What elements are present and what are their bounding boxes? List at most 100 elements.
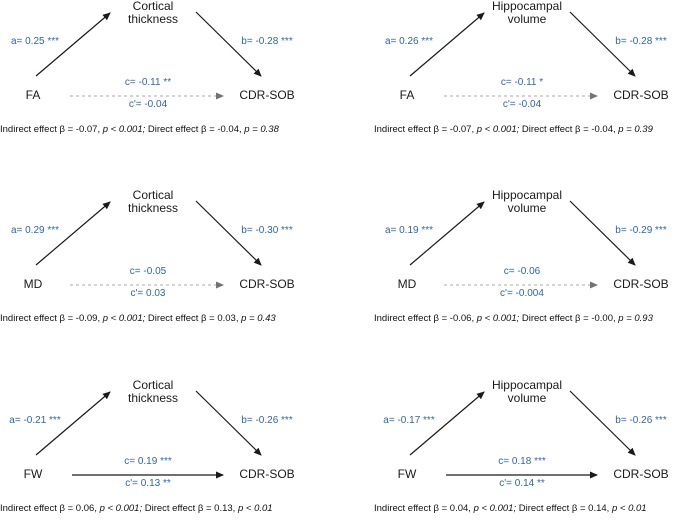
path-a-coefficient: a= -0.17 *** <box>383 415 435 426</box>
path-arrows <box>409 390 636 479</box>
a-path-arrow <box>35 391 111 456</box>
path-b-coefficient: b= -0.26 *** <box>241 415 293 426</box>
path-b-coefficient: b= -0.29 *** <box>615 225 667 236</box>
a-path-arrow <box>409 201 485 266</box>
path-arrows <box>409 200 636 289</box>
mediator-label: Hippocampal volume <box>467 379 587 405</box>
caption-pvalue: p < 0.001; <box>473 503 517 514</box>
panel-fw-hippocampal-volume: Hippocampal volume a= -0.17 *** b= -0.26… <box>374 379 684 520</box>
caption-pvalue: p < 0.001; <box>476 313 520 324</box>
path-c-coefficient: c= -0.11 * <box>500 77 544 88</box>
path-c-coefficient: c= -0.11 ** <box>124 77 172 88</box>
path-a-coefficient: a= -0.21 *** <box>9 415 61 426</box>
outcome-node: CDR-SOB <box>613 277 669 291</box>
mediator-line2: volume <box>507 201 547 215</box>
b-path-arrow <box>569 11 636 77</box>
b-path-arrow <box>195 11 262 77</box>
outcome-node: CDR-SOB <box>613 467 669 481</box>
caption-text: Indirect effect β = -0.07, <box>0 124 103 135</box>
caption-text: Direct effect β = -0.04, <box>519 124 619 135</box>
path-arrows <box>35 390 262 479</box>
panel-md-hippocampal-volume: Hippocampal volume a= 0.19 *** b= -0.29 … <box>374 189 684 330</box>
path-a-coefficient: a= 0.19 *** <box>384 225 434 236</box>
mediator-line1: Hippocampal <box>491 0 563 13</box>
caption-pvalue: p < 0.001; <box>476 124 520 135</box>
caption-text: Indirect effect β = 0.04, <box>374 503 474 514</box>
caption-pvalue: p < 0.01 <box>611 503 647 514</box>
effect-caption: Indirect effect β = 0.04, p < 0.001; Dir… <box>374 503 685 515</box>
mediator-label: Cortical thickness <box>93 0 213 26</box>
a-path-arrow <box>409 12 485 77</box>
path-c-prime-coefficient: c'= 0.13 ** <box>125 478 171 489</box>
path-b-coefficient: b= -0.28 *** <box>615 36 667 47</box>
path-b-coefficient: b= -0.28 *** <box>241 36 293 47</box>
mediator-line2: volume <box>507 12 547 26</box>
path-c-prime-coefficient: c'= -0.04 <box>502 99 542 110</box>
caption-text: Direct effect β = -0.04, <box>145 124 245 135</box>
path-a-coefficient: a= 0.26 *** <box>384 36 434 47</box>
path-c-coefficient: c= 0.18 *** <box>498 456 546 467</box>
mediator-label: Cortical thickness <box>93 379 213 405</box>
mediator-line2: thickness <box>127 391 179 405</box>
a-path-arrow <box>35 201 111 266</box>
caption-pvalue: p = 0.38 <box>244 124 279 135</box>
caption-text: Indirect effect β = -0.07, <box>374 124 477 135</box>
path-arrows <box>35 11 262 100</box>
caption-text: Indirect effect β = -0.09, <box>0 313 103 324</box>
a-path-arrow <box>35 12 111 77</box>
b-path-arrow <box>569 200 636 266</box>
b-path-arrow <box>195 390 262 456</box>
mediator-line1: Cortical <box>132 378 174 392</box>
effect-caption: Indirect effect β = -0.07, p < 0.001; Di… <box>374 124 685 136</box>
caption-text: Indirect effect β = -0.06, <box>374 313 477 324</box>
caption-pvalue: p < 0.001; <box>99 503 143 514</box>
panel-md-cortical-thickness: Cortical thickness a= 0.29 *** b= -0.30 … <box>0 189 310 330</box>
panel-fa-cortical-thickness: Cortical thickness a= 0.25 *** b= -0.28 … <box>0 0 310 141</box>
predictor-node: FW <box>397 467 417 481</box>
caption-pvalue: p = 0.93 <box>618 313 653 324</box>
path-a-coefficient: a= 0.29 *** <box>10 225 60 236</box>
a-path-arrow <box>409 391 485 456</box>
path-c-prime-coefficient: c'= -0.04 <box>128 99 168 110</box>
predictor-node: FA <box>399 88 415 102</box>
effect-caption: Indirect effect β = 0.06, p < 0.001; Dir… <box>0 503 312 515</box>
caption-text: Direct effect β = 0.03, <box>145 313 242 324</box>
predictor-node: MD <box>397 277 417 291</box>
path-c-prime-coefficient: c'= -0.004 <box>500 288 544 299</box>
effect-caption: Indirect effect β = -0.06, p < 0.001; Di… <box>374 313 685 325</box>
path-arrows <box>35 200 262 289</box>
mediator-line2: thickness <box>127 12 179 26</box>
effect-caption: Indirect effect β = -0.09, p < 0.001; Di… <box>0 313 312 325</box>
mediator-line1: Cortical <box>132 0 174 13</box>
mediator-line1: Hippocampal <box>491 378 563 392</box>
caption-pvalue: p = 0.39 <box>618 124 653 135</box>
mediator-label: Hippocampal volume <box>467 0 587 26</box>
path-a-coefficient: a= 0.25 *** <box>10 36 60 47</box>
caption-text: Direct effect β = 0.13, <box>142 503 238 514</box>
caption-pvalue: p < 0.001; <box>102 313 146 324</box>
panel-fa-hippocampal-volume: Hippocampal volume a= 0.26 *** b= -0.28 … <box>374 0 684 141</box>
caption-text: Indirect effect β = 0.06, <box>0 503 100 514</box>
path-c-coefficient: c= 0.19 *** <box>124 456 172 467</box>
mediator-line2: volume <box>507 391 547 405</box>
caption-text: Direct effect β = 0.14, <box>516 503 612 514</box>
path-b-coefficient: b= -0.30 *** <box>241 225 293 236</box>
predictor-node: FA <box>25 88 41 102</box>
predictor-node: MD <box>23 277 43 291</box>
path-c-prime-coefficient: c'= 0.03 <box>130 288 166 299</box>
outcome-node: CDR-SOB <box>239 467 295 481</box>
mediator-line2: thickness <box>127 201 179 215</box>
predictor-node: FW <box>23 467 43 481</box>
caption-text: Direct effect β = -0.00, <box>519 313 619 324</box>
mediator-label: Hippocampal volume <box>467 189 587 215</box>
outcome-node: CDR-SOB <box>239 277 295 291</box>
caption-pvalue: p = 0.43 <box>241 313 276 324</box>
outcome-node: CDR-SOB <box>613 88 669 102</box>
effect-caption: Indirect effect β = -0.07, p < 0.001; Di… <box>0 124 312 136</box>
b-path-arrow <box>569 390 636 456</box>
path-b-coefficient: b= -0.26 *** <box>615 415 667 426</box>
b-path-arrow <box>195 200 262 266</box>
path-c-coefficient: c= -0.06 <box>503 266 541 277</box>
path-c-prime-coefficient: c'= 0.14 ** <box>499 478 545 489</box>
outcome-node: CDR-SOB <box>239 88 295 102</box>
